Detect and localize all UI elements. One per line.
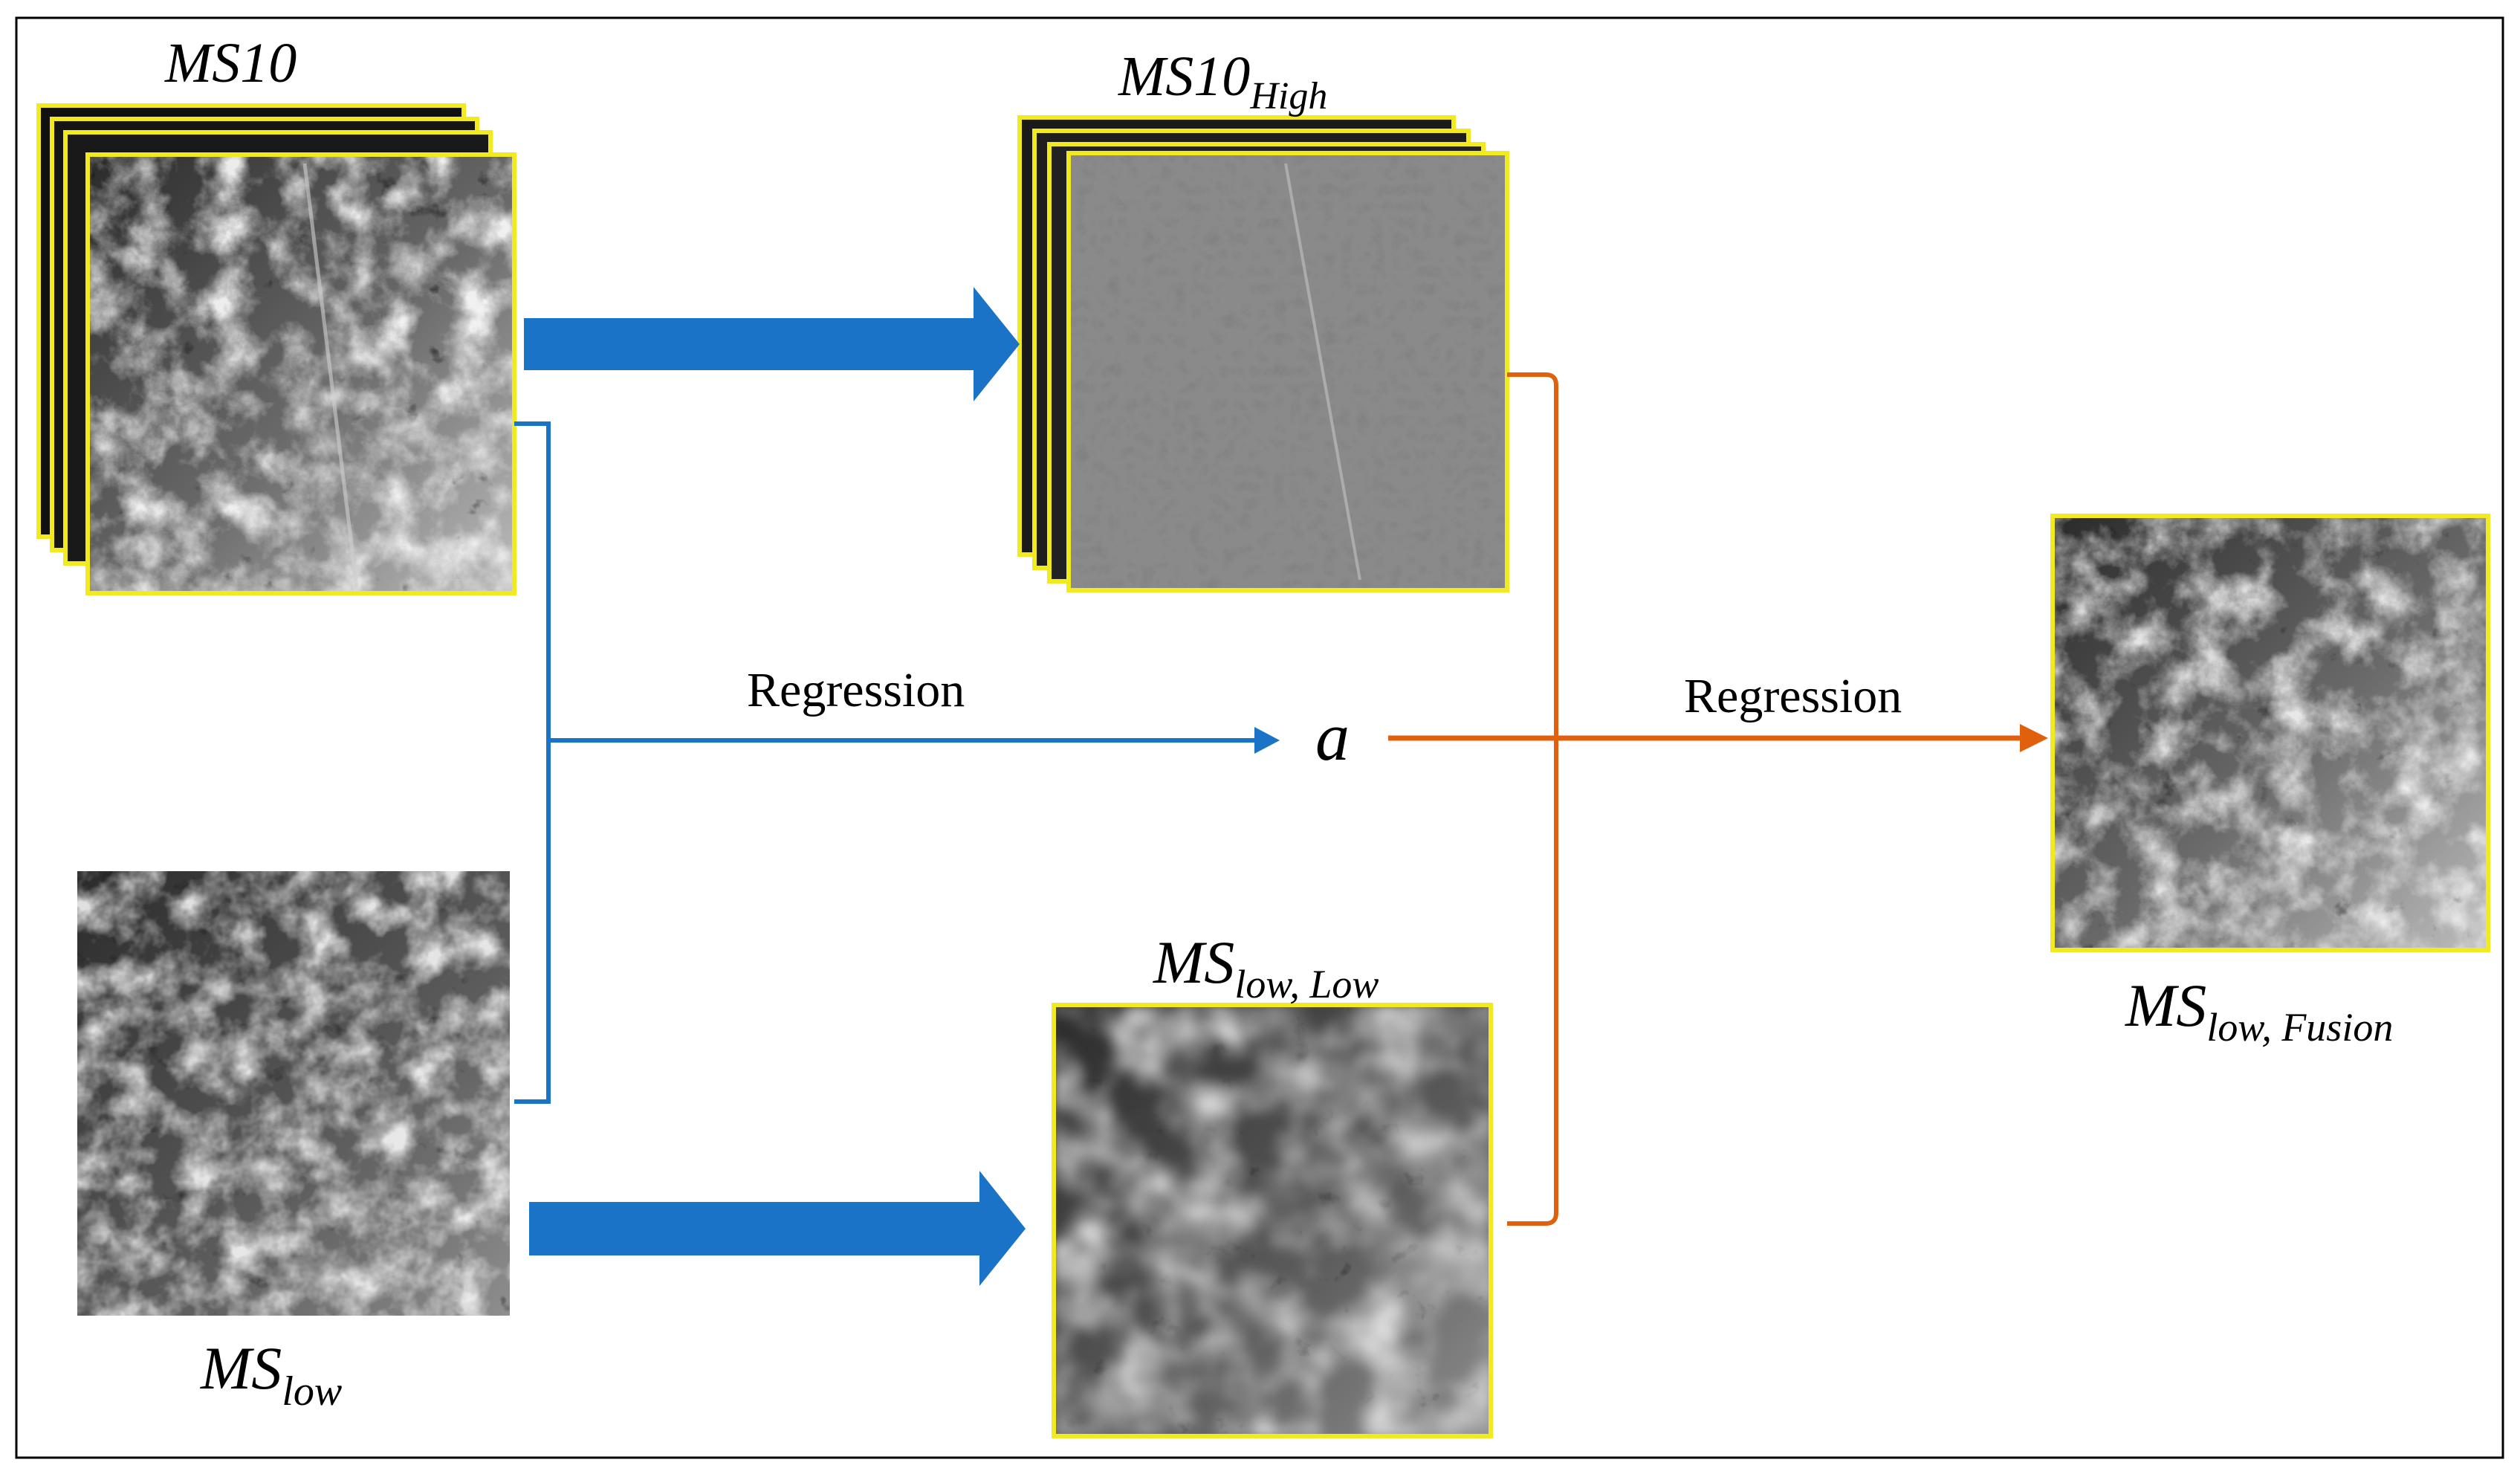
ms10-label: MS10 [164, 32, 297, 94]
orange-regression-arrow [1388, 724, 2048, 752]
thick-arrow-top [524, 287, 1020, 401]
ms10-high-image-front [1066, 151, 1509, 592]
ms-low-low-label: MSlow, Low [1153, 928, 1379, 1006]
ms-low-label: MSlow [200, 1334, 342, 1415]
ms-low-low-image [1052, 1003, 1493, 1438]
thick-arrow-bottom [529, 1171, 1026, 1286]
ms10-image-front [85, 152, 516, 595]
coefficient-a: a [1315, 699, 1350, 775]
ms-low-image [77, 871, 510, 1316]
ms-low-fusion-label: MSlow, Fusion [2125, 972, 2393, 1050]
blue-regression-arrow [548, 727, 1280, 754]
orange-bracket [1507, 372, 1558, 1226]
blue-bracket [514, 421, 551, 1104]
ms10-high-image-stack [1017, 115, 1509, 592]
regression-label-left: Regression [747, 663, 965, 717]
ms10-image-stack [36, 103, 516, 595]
regression-label-right: Regression [1684, 669, 1902, 723]
ms10-high-label: MS10High [1118, 45, 1327, 117]
figure-border [15, 16, 2504, 1459]
ms-low-fusion-image [2050, 514, 2490, 952]
